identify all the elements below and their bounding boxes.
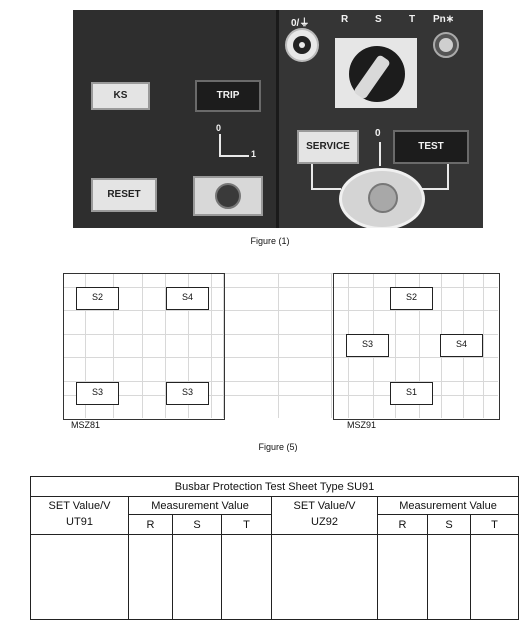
msz91-switch-bottom: S1 — [390, 382, 433, 405]
left-phase-s: S — [172, 514, 222, 535]
left-s-value-cell[interactable] — [172, 534, 222, 620]
right-set-value-label: SET Value/V — [293, 500, 356, 512]
selector-label-t: T — [409, 14, 416, 25]
key-switch[interactable] — [193, 176, 263, 216]
selector-label-pn: Pn∗ — [433, 14, 455, 25]
selector-label-off: 0/⏚ — [291, 18, 310, 29]
mode-zero-label: 0 — [216, 123, 222, 133]
left-unit-label: UT91 — [66, 516, 93, 528]
msz81-switch-bottom-left: S3 — [76, 382, 119, 405]
msz91-switch-right: S4 — [440, 334, 483, 357]
left-r-value-cell[interactable] — [128, 534, 173, 620]
msz91-switch-left: S3 — [346, 334, 389, 357]
panel-divider — [276, 10, 279, 228]
trip-button[interactable]: TRIP — [195, 80, 261, 112]
msz81-switch-top-left: S2 — [76, 287, 119, 310]
right-unit-label: UZ92 — [311, 516, 338, 528]
reset-button[interactable]: RESET — [91, 178, 157, 212]
msz91-label: MSZ91 — [347, 420, 377, 430]
wire-center-vertical — [379, 142, 381, 166]
msz91-switch-top: S2 — [390, 287, 433, 310]
test-button[interactable]: TEST — [393, 130, 469, 164]
selector-label-s: S — [375, 14, 382, 25]
msz81-switch-bottom-right: S3 — [166, 382, 209, 405]
mode-one-label: 1 — [251, 149, 257, 159]
msz81-switch-top-right: S4 — [166, 287, 209, 310]
left-phase-r: R — [128, 514, 173, 535]
right-measurement-header: Measurement Value — [376, 496, 520, 515]
right-phase-r: R — [377, 514, 428, 535]
left-set-value-label: SET Value/V — [48, 500, 111, 512]
left-measurement-header: Measurement Value — [128, 496, 272, 515]
wire-right-vertical — [447, 164, 449, 190]
service-test-zero-label: 0 — [375, 128, 381, 139]
service-test-key-switch[interactable] — [339, 168, 425, 228]
wire-left-horizontal — [311, 188, 341, 190]
left-set-value-header: SET Value/V UT91 — [30, 496, 129, 535]
wire-left-vertical — [311, 164, 313, 190]
rotary-knob[interactable] — [285, 28, 319, 62]
left-set-value-cell[interactable] — [30, 534, 129, 620]
right-set-value-header: SET Value/V UZ92 — [271, 496, 378, 535]
left-phase-t: T — [221, 514, 272, 535]
right-phase-t: T — [469, 514, 520, 535]
msz91-diagram — [333, 273, 500, 420]
selector-label-r: R — [341, 14, 349, 25]
msz81-label: MSZ81 — [71, 420, 101, 430]
figure1-caption: Figure (1) — [250, 236, 290, 246]
service-button[interactable]: SERVICE — [297, 130, 359, 164]
table-title: Busbar Protection Test Sheet Type SU91 — [29, 476, 520, 497]
busbar-test-sheet-table: Busbar Protection Test Sheet Type SU91 S… — [29, 476, 520, 620]
toggle-stem — [219, 134, 221, 156]
wire-right-horizontal — [419, 188, 449, 190]
control-panel-photo: 0/⏚ R S T Pn∗ KS TRIP 0 1 RESET SERVICE … — [73, 10, 483, 228]
toggle-arm — [219, 155, 249, 157]
indicator-lamp — [433, 32, 459, 58]
left-t-value-cell[interactable] — [221, 534, 272, 620]
ks-button[interactable]: KS — [91, 82, 150, 110]
right-r-value-cell[interactable] — [377, 534, 428, 620]
right-phase-s: S — [427, 514, 471, 535]
right-t-value-cell[interactable] — [469, 534, 520, 620]
right-set-value-cell[interactable] — [271, 534, 378, 620]
figure5-caption: Figure (5) — [258, 442, 298, 452]
msz81-diagram — [63, 273, 225, 420]
right-s-value-cell[interactable] — [427, 534, 471, 620]
